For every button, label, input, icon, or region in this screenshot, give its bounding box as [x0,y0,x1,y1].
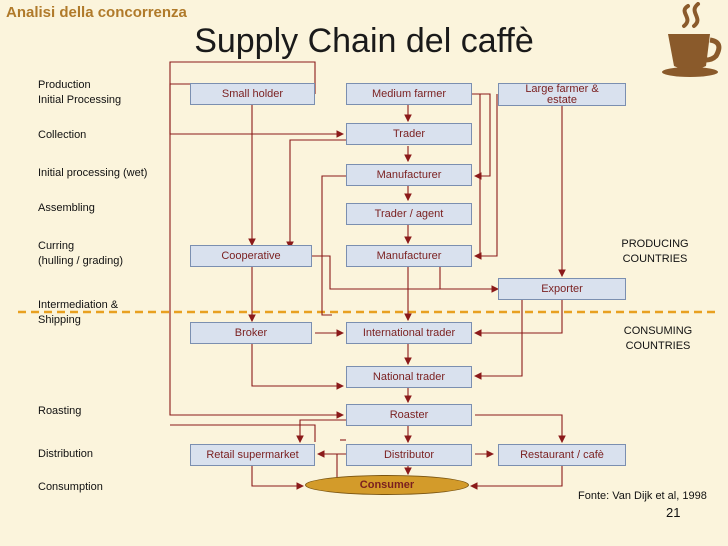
node-distributor: Distributor [346,444,472,466]
slide-title: Supply Chain del caffè [194,22,534,60]
node-small-holder: Small holder [190,83,315,105]
stage-label-wet-processing: Initial processing (wet) [38,167,148,179]
node-manufacturer-wet: Manufacturer [346,164,472,186]
stage-label-consumption: Consumption [38,481,103,493]
section-header: Analisi della concorrenza [6,4,187,21]
node-consumer: Consumer [305,475,469,495]
node-broker: Broker [190,322,312,344]
node-international-trader: International trader [346,322,472,344]
node-exporter: Exporter [498,278,626,300]
node-trader-agent: Trader / agent [346,203,472,225]
source-citation: Fonte: Van Dijk et al, 1998 [578,490,707,502]
stage-label-collection: Collection [38,129,87,141]
coffee-cup-icon [662,2,722,77]
page-number: 21 [666,505,681,520]
node-cooperative: Cooperative [190,245,312,267]
node-large-farmer: Large farmer & estate [498,83,626,106]
node-retail-supermarket: Retail supermarket [190,444,315,466]
stage-label-assembling: Assembling [38,202,95,214]
node-restaurant-cafe: Restaurant / cafè [498,444,626,466]
stage-label-distribution: Distribution [38,448,94,460]
stage-label-roasting: Roasting [38,405,82,417]
node-trader: Trader [346,123,472,145]
node-manufacturer: Manufacturer [346,245,472,267]
stage-label-curring: Curring (hulling / grading) [38,240,123,267]
stage-label-production: Production Initial Processing [38,79,122,106]
stage-label-intermediation: Intermediation & Shipping [38,299,119,326]
region-label-producing: PRODUCING COUNTRIES [621,238,689,265]
node-medium-farmer: Medium farmer [346,83,472,105]
node-roaster: Roaster [346,404,472,426]
region-label-consuming: CONSUMING COUNTRIES [623,325,693,352]
node-national-trader: National trader [346,366,472,388]
